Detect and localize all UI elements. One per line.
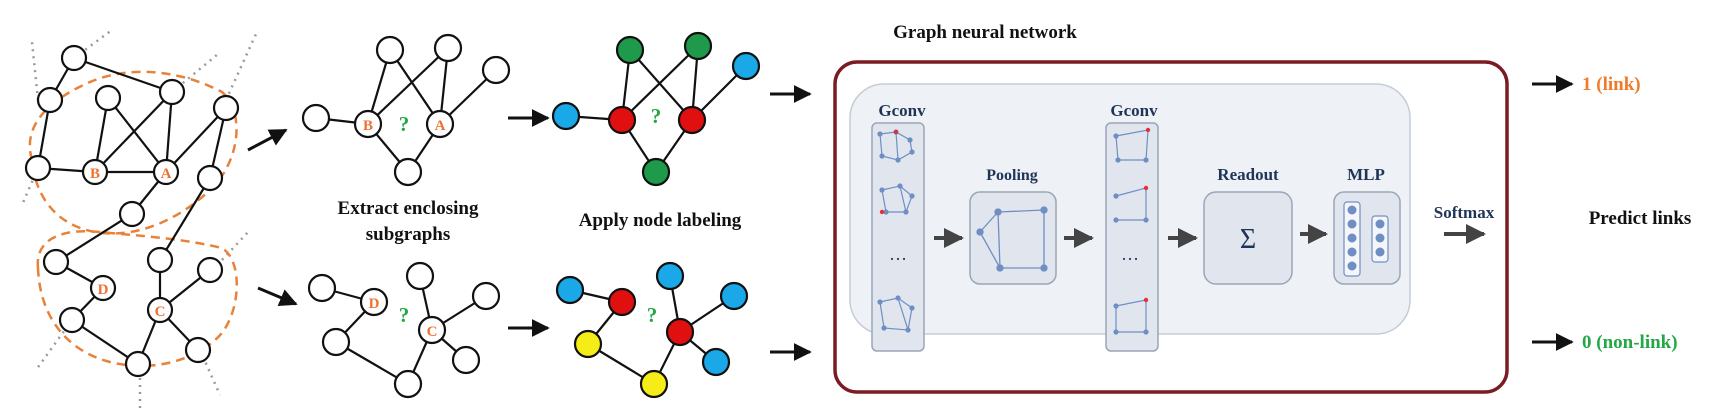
- extract-caption-line1: Extract enclosing: [338, 198, 479, 219]
- gconv1-column: …: [871, 122, 925, 352]
- output-link: 1 (link): [1582, 74, 1641, 95]
- gconv1-label: Gconv: [878, 101, 926, 120]
- gconv2-ellipsis: …: [1121, 244, 1139, 264]
- mlp-block: [1333, 191, 1401, 285]
- enclosing-boundary-ab: [28, 70, 238, 235]
- subgraph-top: B A ?: [301, 33, 511, 187]
- readout-block: [1203, 191, 1293, 285]
- graph-nodes: [24, 44, 240, 378]
- question-mark-top: ?: [399, 112, 410, 136]
- readout-label: Readout: [1217, 165, 1279, 184]
- apply-labeling-caption: Apply node labeling: [579, 210, 742, 231]
- node-label-c: C: [155, 304, 166, 320]
- labeled-subgraph-bottom: ?: [555, 261, 749, 399]
- readout-sigma: Σ: [1240, 224, 1256, 255]
- extract-caption-line2: subgraphs: [366, 224, 451, 245]
- node-label-d: D: [98, 282, 109, 298]
- output-nonlink: 0 (non-link): [1582, 332, 1678, 353]
- subgraph-top-label-a: A: [435, 118, 446, 134]
- gnn-title: Graph neural network: [893, 22, 1077, 43]
- enclosing-boundary-cd: [36, 230, 239, 368]
- mlp-label: MLP: [1347, 165, 1385, 184]
- pooling-block: [969, 191, 1057, 285]
- gconv2-label: Gconv: [1110, 101, 1158, 120]
- subgraph-bottom: D C ?: [307, 261, 501, 399]
- question-mark-labeled-bottom: ?: [647, 303, 658, 327]
- predict-links-label: Predict links: [1589, 208, 1692, 229]
- pooling-label: Pooling: [986, 167, 1038, 184]
- question-mark-bottom: ?: [399, 303, 410, 327]
- gconv1-ellipsis: …: [889, 244, 907, 264]
- subgraph-bottom-label-d: D: [369, 296, 380, 312]
- subgraph-top-label-b: B: [363, 118, 373, 134]
- node-label-b: B: [90, 166, 100, 182]
- original-graph: B A D C: [20, 28, 258, 410]
- gconv2-column: …: [1105, 122, 1159, 352]
- labeled-subgraph-top: ?: [551, 31, 761, 187]
- arrow-to-subgraph-bottom: [257, 286, 298, 307]
- softmax-label: Softmax: [1434, 203, 1495, 222]
- question-mark-labeled-top: ?: [651, 104, 662, 128]
- arrow-to-subgraph-top: [247, 128, 288, 152]
- subgraph-bottom-label-c: C: [427, 324, 438, 340]
- node-label-a: A: [161, 166, 172, 182]
